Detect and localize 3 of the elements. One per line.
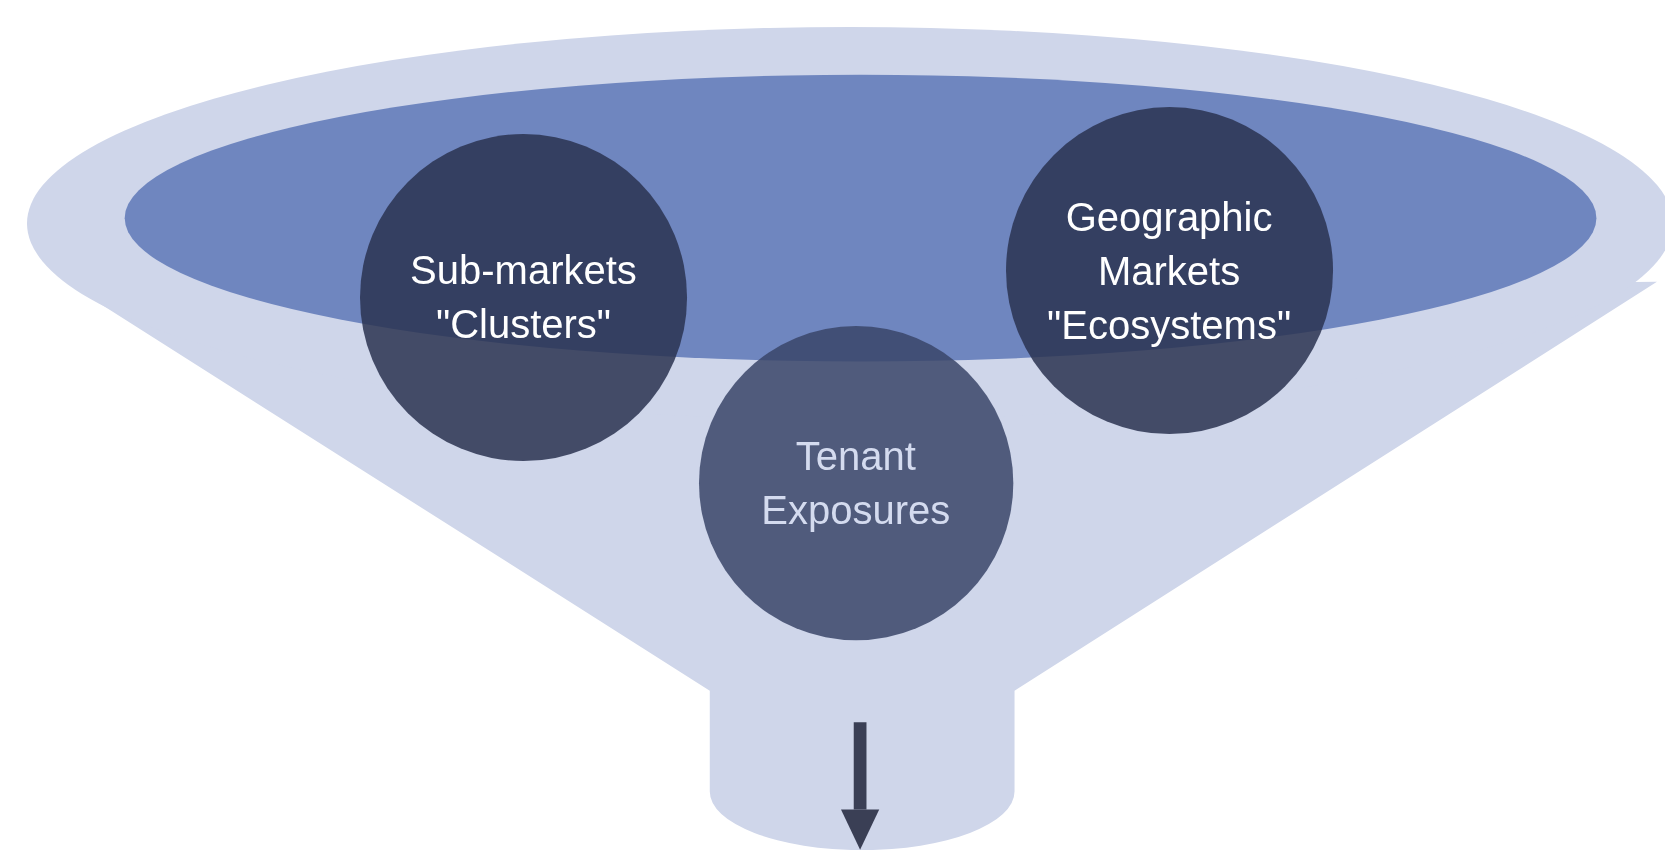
node-label: Geographic Markets "Ecosystems": [1046, 193, 1293, 349]
node-label: Sub-markets "Clusters": [409, 247, 638, 349]
node-label: Tenant Exposures: [760, 433, 952, 535]
